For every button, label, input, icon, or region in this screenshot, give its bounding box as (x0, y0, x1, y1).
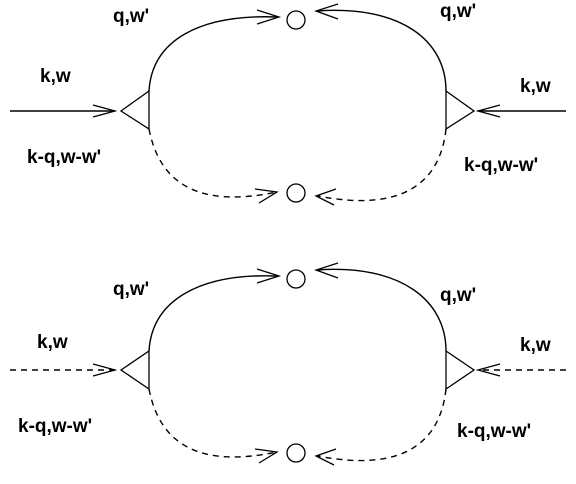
bottom-label-upper-left: q,w' (113, 279, 149, 300)
top-lower-arrow-left (254, 188, 279, 204)
bottom-label-lower-left: k-q,w-w' (18, 416, 92, 437)
bottom-lower-node (286, 443, 306, 463)
top-label-in-left: k,w (40, 66, 71, 87)
bottom-lower-propagator-left (148, 388, 278, 458)
top-external-arrow-left (92, 104, 118, 118)
bottom-lower-arrow-right (314, 448, 337, 466)
top-lower-propagator-left (148, 128, 278, 198)
bottom-upper-propagator-right (316, 268, 447, 352)
top-label-upper-right: q,w' (440, 1, 476, 22)
bottom-upper-arrow-right (313, 262, 339, 279)
bottom-label-lower-right: k-q,w-w' (457, 421, 531, 442)
bottom-label-in-right: k,w (520, 335, 551, 356)
bottom-external-arrow-left (92, 363, 118, 377)
bottom-label-in-left: k,w (37, 332, 68, 353)
bottom-vertex-right (445, 349, 476, 391)
bottom-lower-arrow-left (254, 448, 279, 464)
top-external-arrow-right (475, 104, 501, 118)
top-lower-node (286, 183, 306, 203)
top-upper-arrow-left (256, 9, 282, 25)
diagram-bottom: k,w k,w q,w' q,w' k-q,w-w' k-q,w-w' (10, 262, 566, 466)
bottom-upper-node (286, 269, 306, 289)
top-vertex-left (119, 89, 150, 131)
bottom-lower-propagator-right (317, 388, 447, 462)
top-label-in-right: k,w (520, 76, 551, 97)
diagram-top: k,w k,w q,w' q,w' k-q,w-w' k-q,w-w' (10, 1, 566, 206)
top-upper-propagator-left (148, 16, 278, 92)
top-lower-arrow-right (314, 188, 337, 206)
bottom-vertex-left (119, 349, 150, 391)
top-vertex-right (445, 89, 476, 131)
top-upper-arrow-right (313, 3, 339, 20)
bottom-label-upper-right: q,w' (440, 285, 476, 306)
bottom-upper-propagator-left (148, 275, 278, 352)
top-label-upper-left: q,w' (113, 6, 149, 27)
bottom-external-arrow-right (475, 363, 501, 377)
top-upper-node (286, 10, 306, 30)
top-upper-propagator-right (316, 9, 447, 92)
top-lower-propagator-right (317, 128, 447, 202)
top-label-lower-right: k-q,w-w' (464, 155, 538, 176)
bottom-upper-arrow-left (256, 268, 282, 284)
top-label-lower-left: k-q,w-w' (27, 147, 101, 168)
